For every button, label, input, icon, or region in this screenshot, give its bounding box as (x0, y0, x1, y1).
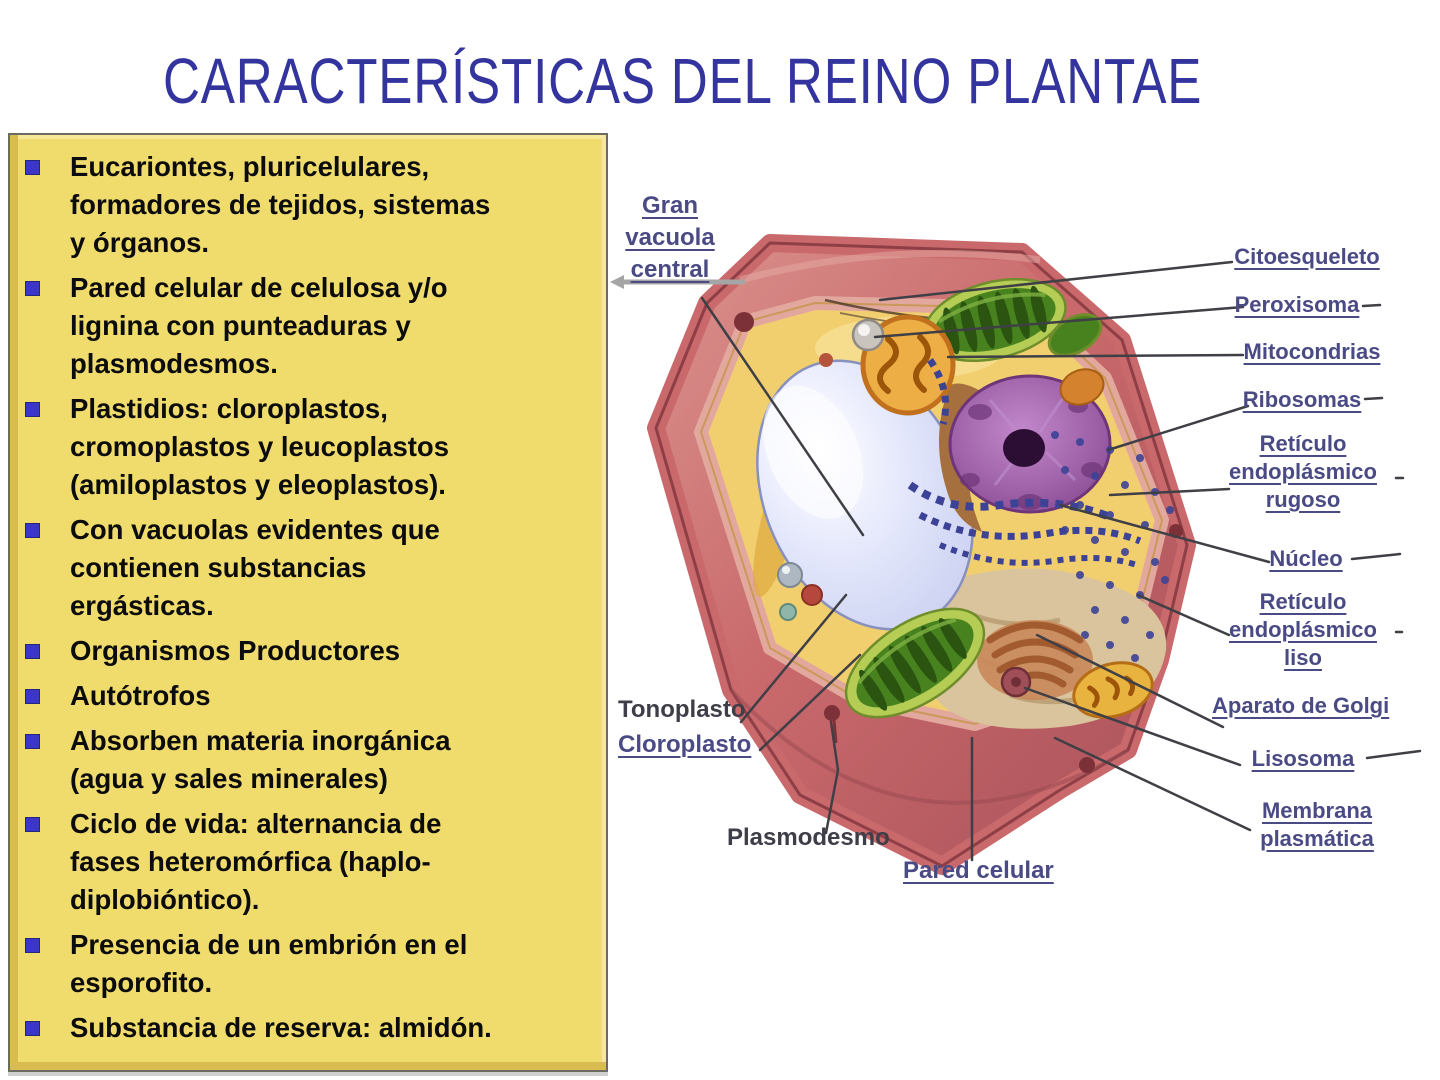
bullet-text: Presencia de un embrión en el esporofito… (70, 929, 468, 998)
bullet-square-icon (25, 281, 40, 296)
leader-membrana (1053, 736, 1252, 832)
characteristics-note-box: Eucariontes, pluricelulares, formadores … (8, 133, 608, 1072)
bullet-square-icon (25, 644, 40, 659)
label-cloroplasto: Cloroplasto (618, 731, 752, 758)
label-stub (1350, 552, 1402, 561)
bullet-item: Eucariontes, pluricelulares, formadores … (20, 148, 568, 262)
bullet-text: Autótrofos (70, 680, 211, 711)
leader-tonoplasto (739, 593, 848, 724)
leader-cloroplasto (758, 653, 862, 752)
label-plasmodesmo: Plasmodesmo (727, 824, 890, 851)
leader-lisosoma (1023, 686, 1242, 767)
bullet-item: Presencia de un embrión en el esporofito… (20, 926, 568, 1002)
leader-golgi (1035, 633, 1225, 729)
bullet-square-icon (25, 817, 40, 832)
mitochondrion-top (860, 314, 956, 416)
nucleus (939, 374, 1112, 532)
chloroplast-bottom (844, 607, 986, 719)
label-reticulo-endoplasmico-rugoso: Retículo endoplásmico rugoso (1229, 431, 1377, 512)
leader-mitocondrias (946, 353, 1245, 359)
bullet-item: Ciclo de vida: alternancia de fases hete… (20, 805, 568, 919)
organelle-orange (1059, 368, 1105, 406)
peroxisome (851, 318, 885, 352)
bullet-square-icon (25, 402, 40, 417)
label-membrana-plasmatica: Membrana plasmática (1260, 798, 1374, 851)
bullet-item: Organismos Productores (20, 632, 568, 670)
label-ribosomas: Ribosomas (1242, 387, 1362, 412)
bullet-text: Ciclo de vida: alternancia de fases hete… (70, 808, 442, 915)
vesicle-dot (819, 353, 833, 367)
plant-cell-diagram (610, 180, 1440, 910)
chloroplast-top (923, 277, 1067, 363)
bullet-text: Con vacuolas evidentes que contienen sub… (70, 514, 440, 621)
bullet-text: Pared celular de celulosa y/o lignina co… (70, 272, 448, 379)
nucleolus (1003, 429, 1045, 467)
bullet-text: Absorben materia inorgánica (agua y sale… (70, 725, 451, 794)
label-mitocondrias: Mitocondrias (1243, 339, 1381, 364)
leader-re-liso (1136, 593, 1231, 637)
leader-peroxisoma (873, 305, 1245, 339)
label-citoesqueleto: Citoesqueleto (1234, 244, 1380, 269)
bullet-square-icon (25, 1021, 40, 1036)
bullet-text: Eucariontes, pluricelulares, formadores … (70, 151, 491, 258)
plasmodesma-dots (734, 312, 1183, 773)
leader-gran-vacuola (700, 296, 865, 537)
page-title: CARACTERÍSTICAS DEL REINO PLANTAE (163, 45, 1203, 117)
leader-plasmodesmo (824, 720, 840, 835)
bullet-item: Substancia de reserva: almidón. (20, 1009, 568, 1047)
bullet-square-icon (25, 160, 40, 175)
leader-ribosomas (1106, 404, 1250, 452)
label-peroxisoma: Peroxisoma (1234, 292, 1360, 317)
bullet-item: Plastidios: cloroplastos, cromoplastos y… (20, 390, 568, 504)
label-tonoplasto: Tonoplasto (618, 696, 746, 723)
leader-nucleo (1058, 503, 1271, 564)
label-reticulo-endoplasmico-liso: Retículo endoplásmico liso (1229, 589, 1377, 670)
bullet-square-icon (25, 689, 40, 704)
label-gran-vacuola-central: Gran vacuola central (625, 192, 715, 283)
plant-cell-illustration (610, 234, 1422, 875)
bullet-item: Autótrofos (20, 677, 568, 715)
label-stub (1365, 749, 1422, 760)
label-lisosoma: Lisosoma (1251, 746, 1355, 771)
label-stub (1361, 303, 1382, 308)
bullet-item: Con vacuolas evidentes que contienen sub… (20, 511, 568, 625)
label-stub (1363, 396, 1384, 401)
lysosome (1000, 666, 1032, 698)
leader-re-rugoso (1108, 487, 1231, 497)
bullet-square-icon (25, 938, 40, 953)
label-pared-celular: Pared celular (903, 857, 1054, 884)
bullet-text: Organismos Productores (70, 635, 401, 666)
bullet-square-icon (25, 523, 40, 538)
bullet-square-icon (25, 734, 40, 749)
bullet-text: Plastidios: cloroplastos, cromoplastos y… (70, 393, 449, 500)
rough-er (907, 358, 1142, 569)
leader-citoesqueleto (878, 260, 1234, 302)
smooth-er-body (1072, 661, 1154, 719)
label-aparato-de-golgi: Aparato de Golgi (1212, 693, 1390, 718)
vesicle-cluster (777, 562, 823, 621)
bullet-list: Eucariontes, pluricelulares, formadores … (20, 148, 568, 1047)
label-nucleo: Núcleo (1269, 546, 1343, 571)
gray-pointer-line (610, 275, 745, 289)
bullet-item: Pared celular de celulosa y/o lignina co… (20, 269, 568, 383)
bullet-item: Absorben materia inorgánica (agua y sale… (20, 722, 568, 798)
bullet-text: Substancia de reserva: almidón. (70, 1012, 492, 1043)
leader-lines (700, 260, 1422, 862)
